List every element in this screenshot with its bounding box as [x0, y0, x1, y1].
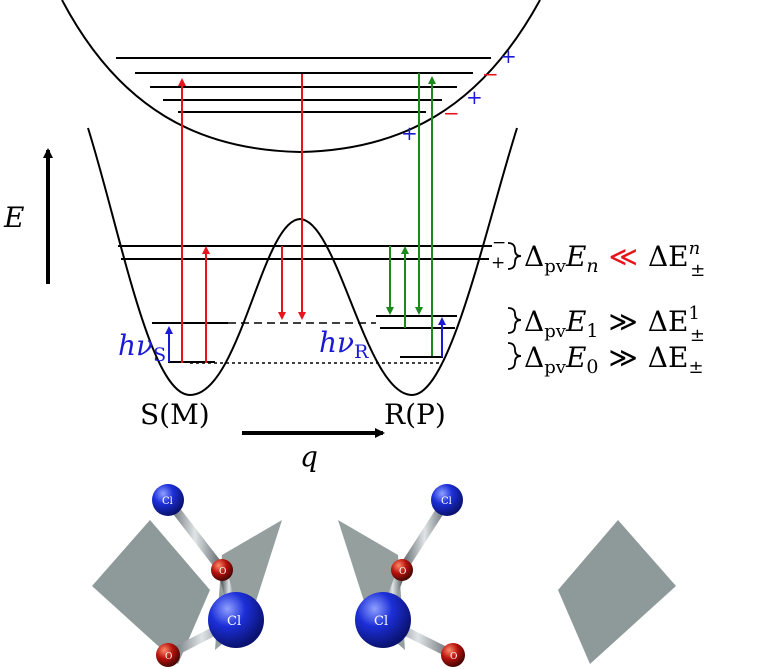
relation-one: ΔpvE1≫ΔE1± [524, 303, 705, 346]
relation-n: ΔpvEn≪ΔEn± [524, 238, 705, 281]
energy-axis-label: E [3, 201, 24, 234]
right-well-label: R(P) [384, 398, 446, 431]
left-well-label: S(M) [140, 398, 210, 431]
coordinate-axis-label: q [300, 440, 318, 473]
ground-levels [118, 245, 492, 363]
oxygen-label-bottom-left: O [165, 652, 172, 662]
molecule-right-plane [558, 520, 676, 664]
chlorine-label-top-left: Cl [162, 496, 173, 507]
oxygen-atom-bottom-right [441, 643, 465, 667]
parity-plus-1: + [500, 44, 517, 68]
oxygen-label-mid-right: O [399, 567, 406, 577]
parity-minus-2: − [443, 101, 460, 125]
green-transitions [386, 73, 436, 356]
right-excitation-label: hνR [319, 326, 369, 363]
parity-minus-1: − [482, 62, 499, 86]
ground-double-well-curve [87, 127, 518, 397]
left-excitation-label: hνS [118, 329, 166, 366]
chlorine-atom-front-left [208, 592, 264, 648]
oxygen-atom-mid-left [211, 559, 233, 581]
relation-zero: ΔpvE0≫ΔE± [524, 341, 704, 378]
chlorine-label-front-right: Cl [374, 614, 388, 629]
chlorine-label-top-right: Cl [441, 496, 452, 507]
red-transitions [178, 74, 306, 363]
molecule-right: Cl O Cl O [338, 484, 676, 667]
blue-excitations [165, 317, 446, 362]
chlorine-label-front-left: Cl [227, 614, 241, 629]
oxygen-label-mid-left: O [219, 567, 226, 577]
brace-one [507, 307, 522, 334]
excited-potential-curve [61, 0, 541, 154]
oxygen-label-bottom-right: O [450, 652, 457, 662]
chlorine-atom-top-right [431, 484, 463, 516]
molecule-left-plane [92, 520, 210, 664]
excited-levels [116, 57, 491, 113]
parity-plus-4: + [491, 253, 505, 273]
chlorine-atom-top-left [152, 484, 184, 516]
parity-plus-2: + [466, 85, 483, 109]
parity-plus-3: + [401, 121, 418, 145]
brace-zero [507, 342, 522, 370]
parity-minus-3: − [492, 233, 506, 253]
chlorine-atom-front-right [355, 592, 411, 648]
brace-n [507, 242, 522, 270]
molecule-left: Cl O Cl O [92, 484, 282, 667]
oxygen-atom-mid-right [391, 559, 413, 581]
oxygen-atom-bottom-left [156, 643, 180, 667]
